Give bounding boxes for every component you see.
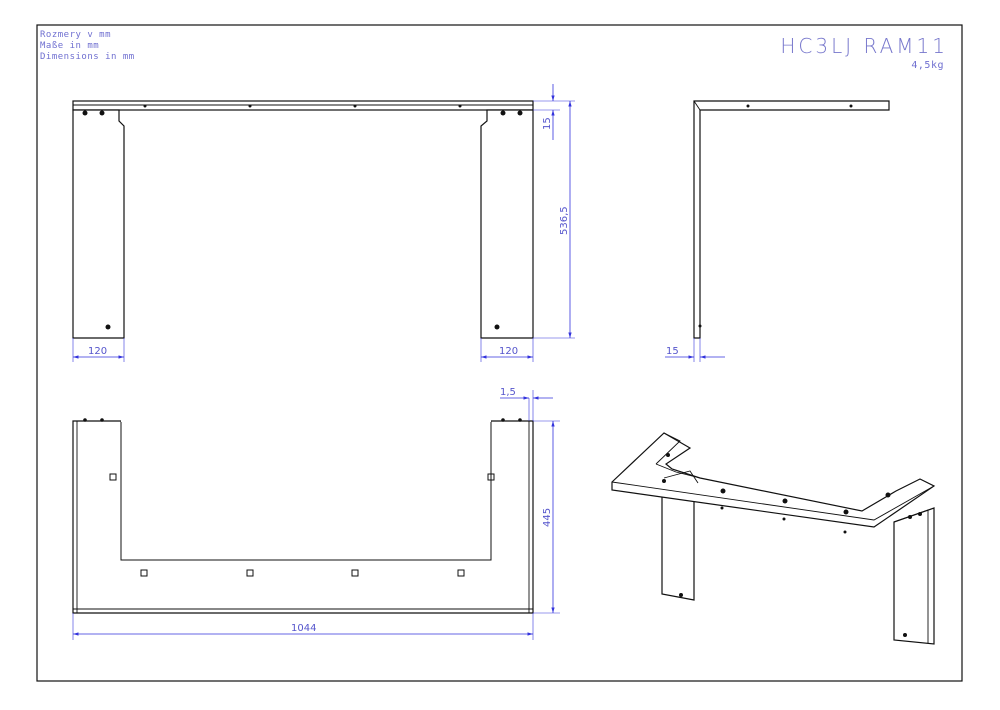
units-note: Rozmery v mm Maße in mm Dimensions in mm [40, 30, 135, 63]
units-note-cz: Rozmery v mm [40, 30, 112, 40]
dim-left-width: 120 [88, 346, 107, 357]
front-hole [494, 324, 500, 330]
plan-inner-cutout [120, 421, 492, 561]
dim-plan-length: 1044 [291, 623, 316, 634]
front-hole [517, 110, 523, 116]
dim-right-width: 120 [499, 346, 518, 357]
front-right-leg [480, 109, 534, 339]
front-rivet [143, 104, 147, 108]
side-profile [693, 100, 890, 339]
plan-bracket [109, 473, 117, 481]
iso-top-frame [611, 432, 936, 528]
part-weight: 4,5kg [911, 60, 944, 71]
front-rivet [458, 104, 462, 108]
plan-bracket [457, 569, 465, 577]
side-rivet [698, 324, 702, 328]
front-top-rail [72, 100, 534, 111]
part-number-title: HC3LJ RAM11 [780, 34, 948, 58]
dim-side-depth: 15 [666, 346, 679, 357]
dim-total-height: 536,5 [559, 206, 570, 235]
front-view [72, 100, 534, 339]
plan-bracket [140, 569, 148, 577]
isometric-view [611, 432, 936, 645]
front-left-leg [72, 109, 125, 339]
plan-bracket [351, 569, 359, 577]
sheet-border [36, 24, 963, 682]
dim-plan-depth: 445 [542, 508, 553, 527]
plan-bracket [246, 569, 254, 577]
plan-bracket [487, 473, 495, 481]
front-hole [105, 324, 111, 330]
units-note-en: Dimensions in mm [40, 52, 135, 62]
iso-left-leg [661, 490, 695, 601]
front-rivet [353, 104, 357, 108]
front-dimensions: 120 120 15 536,5 [72, 84, 575, 362]
dim-plan-offset: 1,5 [500, 387, 516, 398]
front-hole [99, 110, 105, 116]
plan-view [72, 418, 534, 614]
side-view: 15 [665, 100, 890, 362]
dim-top-height: 15 [542, 117, 553, 130]
front-rivet [248, 104, 252, 108]
side-rivet [746, 104, 750, 108]
front-hole [82, 110, 88, 116]
front-hole [500, 110, 506, 116]
units-note-de: Maße in mm [40, 41, 100, 51]
plan-dimensions: 1,5 445 1044 [72, 387, 560, 640]
side-rivet [849, 104, 853, 108]
